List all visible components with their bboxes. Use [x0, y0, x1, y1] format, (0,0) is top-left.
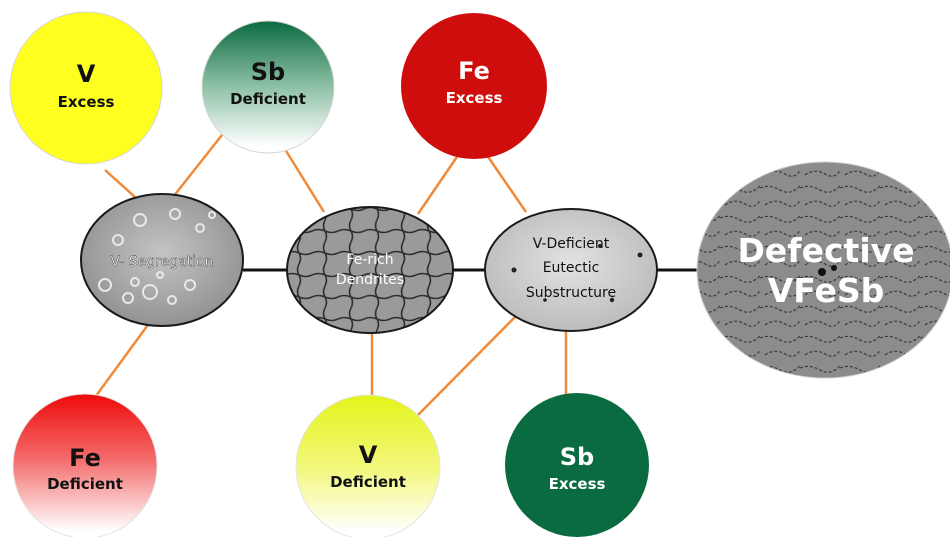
- segregation-particles-texture: [98, 208, 216, 305]
- result-line1: Defective: [737, 231, 914, 270]
- connector-fe-excess-to-dendrites: [416, 147, 465, 215]
- connector-fe-excess-to-eutectic: [480, 147, 528, 213]
- node-fe-deficient: Fe Deficient: [12, 393, 158, 537]
- node-fe-excess: Fe Excess: [401, 13, 547, 159]
- connector-fe-deficient-to-v-segregation: [91, 321, 152, 401]
- node-sb-deficient-state: Deficient: [230, 90, 306, 108]
- connector-sb-deficient-to-v-segregation: [172, 134, 223, 198]
- node-fe-deficient-element: Fe: [69, 444, 101, 472]
- micro-eutectic-line2: Eutectic: [543, 260, 600, 276]
- node-v-deficient: V Deficient: [295, 394, 441, 537]
- node-sb-deficient-element: Sb: [251, 58, 285, 86]
- micro-eutectic-line3: Substructure: [526, 285, 616, 301]
- node-v-excess: V Excess: [9, 11, 163, 165]
- node-v-deficient-element: V: [359, 441, 378, 469]
- result-line2: VFeSb: [768, 271, 885, 310]
- node-sb-excess-state: Excess: [549, 475, 606, 493]
- micro-v-segregation: V- Segregation: [80, 193, 244, 327]
- result-defective-vfesb: Defective VFeSb: [696, 161, 950, 379]
- node-fe-deficient-state: Deficient: [47, 475, 123, 493]
- node-sb-excess-element: Sb: [560, 443, 594, 471]
- micro-dendrites-line2: Dendrites: [336, 272, 404, 288]
- node-fe-excess-state: Excess: [446, 89, 503, 107]
- connector-sb-deficient-to-dendrites: [281, 145, 326, 213]
- node-v-deficient-state: Deficient: [330, 473, 406, 491]
- node-v-excess-element: V: [77, 60, 96, 88]
- eutectic-pores-texture: [511, 244, 643, 303]
- connector-v-excess-to-v-segregation: [104, 169, 136, 198]
- micro-dendrites-line1: Fe-rich: [346, 252, 393, 268]
- micro-eutectic-line1: V-Deficient: [533, 236, 610, 252]
- node-sb-excess: Sb Excess: [505, 393, 649, 537]
- micro-v-deficient-eutectic: V-Deficient Eutectic Substructure: [484, 208, 658, 332]
- defective-voids-texture: [795, 265, 837, 283]
- node-fe-excess-element: Fe: [458, 57, 490, 85]
- node-sb-deficient: Sb Deficient: [201, 20, 335, 154]
- node-v-excess-state: Excess: [58, 93, 115, 111]
- connector-v-deficient-to-eutectic: [417, 316, 516, 416]
- micro-fe-rich-dendrites: Fe-rich Dendrites: [286, 206, 454, 334]
- micro-v-segregation-label: V- Segregation: [111, 254, 214, 270]
- connector-lines: [91, 134, 568, 416]
